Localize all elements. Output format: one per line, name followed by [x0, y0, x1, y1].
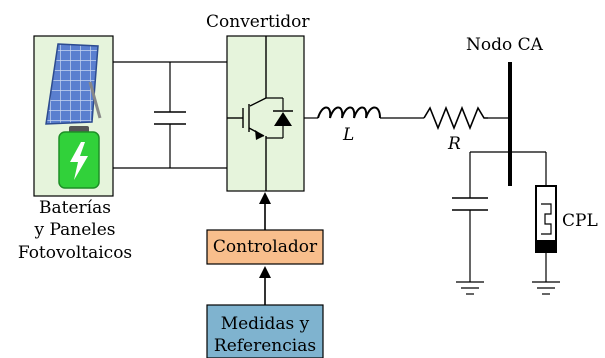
source-label-line3: Fotovoltaicos — [17, 243, 133, 263]
capacitor-icon — [154, 111, 186, 125]
resistor-label: R — [448, 134, 461, 154]
ac-node-label: Nodo CA — [466, 35, 543, 55]
inductor-label: L — [343, 125, 355, 145]
diode-icon — [266, 97, 293, 139]
solar-panel-icon — [45, 43, 102, 125]
controller-block — [206, 229, 324, 265]
ac-wires — [304, 117, 547, 282]
measures-label-line1: Medidas y — [220, 314, 310, 334]
battery-icon — [58, 126, 100, 189]
source-label-line1: Baterías — [39, 198, 111, 218]
resistor-icon — [423, 105, 488, 131]
cpl-label: CPL — [562, 211, 598, 231]
igbt-arrow — [255, 130, 264, 140]
cpl-icon — [535, 185, 557, 253]
signal-arrows — [259, 192, 271, 305]
dc-bus-wires — [113, 61, 227, 169]
converter-label: Convertidor — [206, 12, 310, 32]
inductor-icon — [317, 106, 381, 119]
source-label-line2: y Paneles — [34, 220, 116, 240]
ac-capacitor-icon — [452, 197, 488, 211]
ground-icon — [456, 281, 560, 295]
measures-label-line2: Referencias — [213, 336, 317, 356]
controller-label: Controlador — [212, 237, 318, 257]
